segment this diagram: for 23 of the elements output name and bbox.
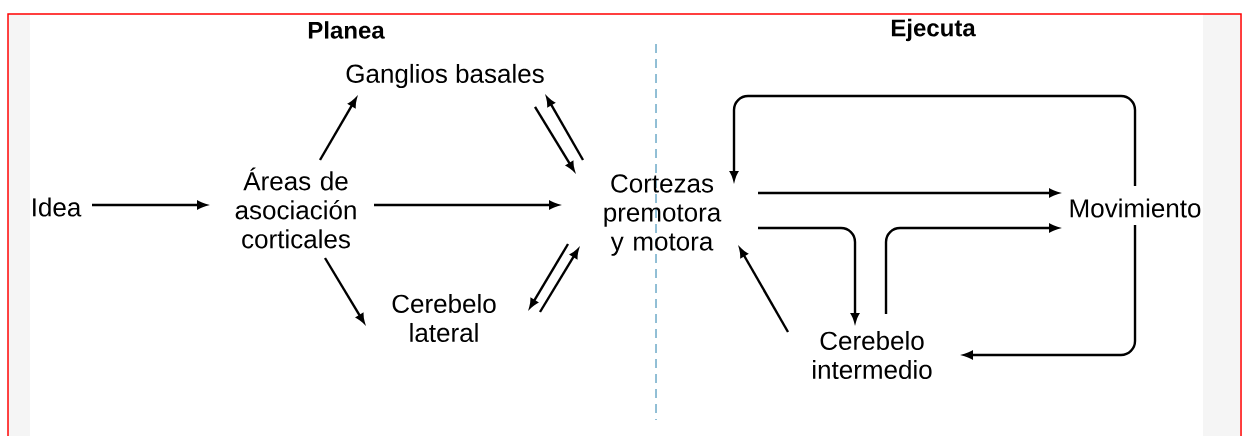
node-label: Cerebelo lateral xyxy=(392,293,496,343)
node-label: Idea xyxy=(33,197,82,217)
arrow xyxy=(758,188,1059,198)
arrow xyxy=(534,106,575,172)
section-heading: Planea xyxy=(308,21,385,39)
node-label: Movimiento xyxy=(1070,198,1201,218)
node-label: Cerebelo intermedio xyxy=(813,330,932,380)
arrow xyxy=(739,248,790,333)
arrow xyxy=(884,223,1059,314)
arrow xyxy=(963,225,1137,360)
node-label: Áreas de asociación corticales xyxy=(235,167,356,249)
section-heading: Ejecuta xyxy=(891,18,976,42)
arrow xyxy=(529,243,570,309)
arrow xyxy=(318,97,357,161)
arrow xyxy=(729,94,1137,186)
arrow xyxy=(92,200,207,210)
arrow xyxy=(374,200,559,210)
arrow xyxy=(324,257,365,324)
arrow xyxy=(539,248,579,313)
arrow xyxy=(758,226,860,323)
node-label: Ganglios basales xyxy=(346,63,544,89)
arrow xyxy=(546,97,585,161)
node-label: Cortezas premotora y motora xyxy=(604,174,722,256)
